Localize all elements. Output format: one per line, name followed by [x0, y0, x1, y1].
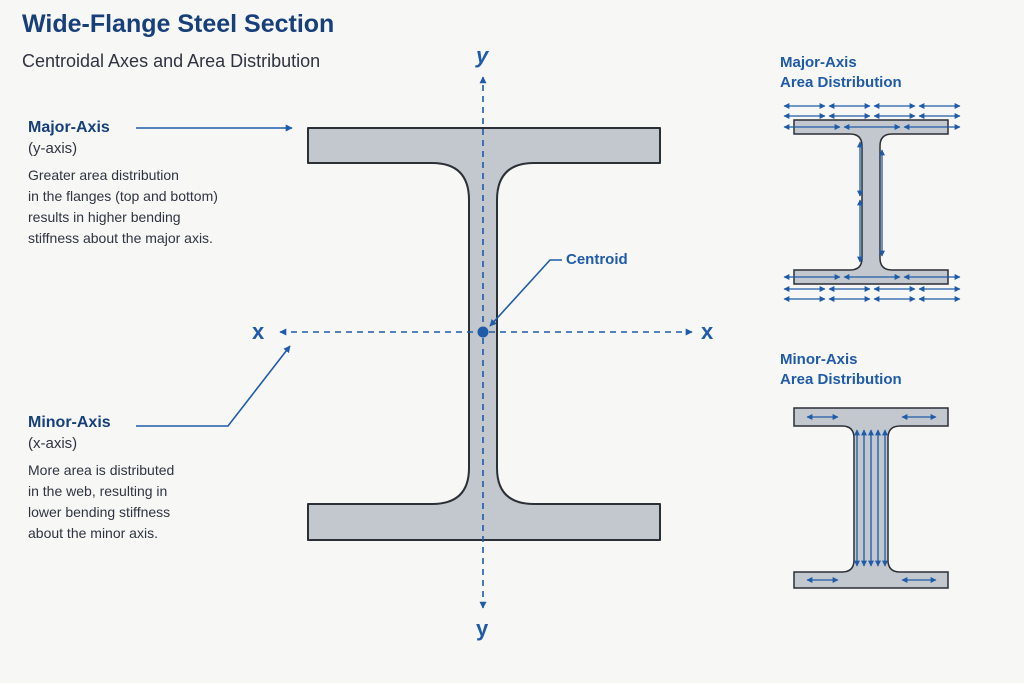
minor-web-arrows [806, 414, 937, 583]
minor-axis-subheading: (x-axis) [28, 435, 78, 452]
page-subtitle: Centroidal Axes and Area Distribution [22, 51, 321, 71]
centroid-label: Centroid [566, 251, 628, 268]
major-panel-title-line-1: Major-Axis [780, 54, 857, 71]
minor-panel-title-line-2: Area Distribution [780, 371, 902, 388]
x-axis-label-right: x [701, 319, 714, 344]
major-axis-description: Greater area distribution in the flanges… [28, 165, 278, 249]
y-axis-label-top: y [476, 43, 489, 68]
major-axis-heading: Major-Axis [28, 119, 110, 136]
minor-axis-leader [136, 345, 291, 427]
centroid-leader [489, 259, 562, 327]
major-axis-line-3: results in higher bending [28, 209, 181, 225]
major-panel-title: Major-Axis Area Distribution [780, 53, 902, 93]
minor-panel-title: Minor-Axis Area Distribution [780, 350, 902, 390]
page-title: Wide-Flange Steel Section [22, 10, 335, 38]
minor-axis-note: Minor-Axis (x-axis) More area is distrib… [28, 413, 278, 544]
major-axis-line-2: in the flanges (top and bottom) [28, 188, 218, 204]
major-axis-note: Major-Axis (y-axis) Greater area distrib… [28, 118, 278, 249]
minor-axis-line-1: More area is distributed [28, 462, 175, 478]
minor-axis-heading: Minor-Axis [28, 414, 111, 431]
minor-axis-line-4: about the minor axis. [28, 525, 158, 541]
major-axis-subheading: (y-axis) [28, 140, 78, 157]
major-mini-section [793, 119, 949, 285]
minor-axis-line-3: lower bending stiffness [28, 504, 171, 520]
y-axis-label-bottom: y [476, 616, 489, 641]
centroid-dot [477, 326, 489, 338]
minor-panel-title-line-1: Minor-Axis [780, 351, 858, 368]
minor-axis-line-2: in the web, resulting in [28, 483, 168, 499]
major-flange-arrows [783, 103, 961, 302]
major-axis-line-4: stiffness about the major axis. [28, 230, 213, 246]
x-axis-label-left: x [252, 319, 265, 344]
major-axis-line-1: Greater area distribution [28, 167, 179, 183]
major-panel-title-line-2: Area Distribution [780, 74, 902, 91]
minor-axis-description: More area is distributed in the web, res… [28, 460, 278, 544]
